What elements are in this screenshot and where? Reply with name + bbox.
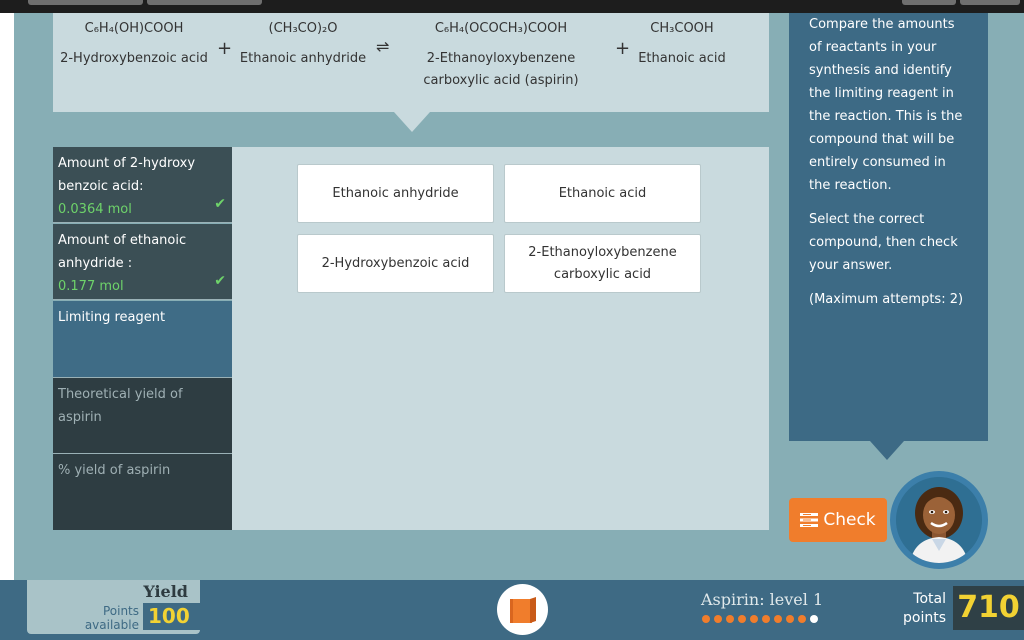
step-amount-hydroxybenzoic: Amount of 2-hydroxy benzoic acid: 0.0364… — [53, 147, 232, 223]
instruction-text: Select the correct compound, then check … — [809, 212, 958, 273]
step-label: % yield of aspirin — [58, 463, 171, 478]
option-label: Ethanoic acid — [558, 185, 647, 201]
plus-sign: + — [217, 38, 233, 59]
option-ethanoic-acid[interactable]: Ethanoic acid — [504, 164, 701, 223]
instructions-panel: Compare the amounts of reactants in your… — [789, 13, 988, 441]
progress-dot — [786, 615, 794, 623]
tutor-portrait — [896, 477, 982, 563]
top-tab[interactable] — [902, 0, 956, 5]
check-button[interactable]: Check — [789, 498, 887, 542]
step-label: Amount of ethanoic anhydride : — [58, 233, 187, 271]
footer-bar: Yield Points available 100 Aspirin: leve… — [0, 580, 1024, 640]
step-value: 0.177 mol — [58, 279, 124, 294]
option-aspirin[interactable]: 2-Ethanoyloxybenzene carboxylic acid — [504, 234, 701, 293]
attempts-note: (Maximum attempts: 2) — [809, 292, 964, 307]
reactant1-name: 2-Hydroxybenzoic acid — [60, 51, 208, 66]
progress-dot — [774, 615, 782, 623]
left-edge — [0, 13, 14, 580]
total-label-line1: Total — [913, 591, 946, 607]
check-mark-icon: ✔ — [214, 273, 226, 289]
reactant2-formula: (CH₃CO)₂O — [268, 21, 338, 36]
points-available-value: 100 — [143, 603, 213, 630]
reactant1-formula: C₆H₄(OH)COOH — [84, 21, 184, 36]
progress-dot — [810, 615, 818, 623]
progress-dot — [726, 615, 734, 623]
instruction-text: Compare the amounts of reactants in your… — [809, 17, 963, 193]
product1-name-line2: carboxylic acid (aspirin) — [423, 73, 579, 88]
progress-dot — [750, 615, 758, 623]
step-value: 0.0364 mol — [58, 202, 132, 217]
option-ethanoic-anhydride[interactable]: Ethanoic anhydride — [297, 164, 494, 223]
total-points-value: 710 — [953, 586, 1024, 630]
notebook-icon — [509, 596, 536, 623]
top-tab[interactable] — [147, 0, 262, 5]
product2-name: Ethanoic acid — [638, 51, 726, 66]
yield-panel: Yield Points available 100 — [27, 580, 213, 634]
step-limiting-reagent: Limiting reagent — [53, 301, 232, 377]
level-label: Aspirin: level 1 — [701, 590, 824, 609]
step-percent-yield: % yield of aspirin — [53, 453, 232, 530]
step-label: Theoretical yield of aspirin — [58, 387, 183, 425]
product2-formula: CH₃COOH — [650, 21, 714, 36]
list-icon — [800, 513, 819, 527]
equilibrium-arrow: ⇌ — [376, 37, 390, 56]
points-available-label: Points available — [79, 604, 139, 632]
step-label: Limiting reagent — [58, 310, 166, 325]
option-label: 2-Hydroxybenzoic acid — [321, 255, 470, 271]
progress-dot — [798, 615, 806, 623]
step-amount-anhydride: Amount of ethanoic anhydride : 0.177 mol… — [53, 224, 232, 300]
total-label-line2: points — [903, 610, 946, 626]
option-hydroxybenzoic-acid[interactable]: 2-Hydroxybenzoic acid — [297, 234, 494, 293]
top-bar — [0, 0, 1024, 13]
progress-dot — [702, 615, 710, 623]
points-label-line2: available — [84, 618, 139, 632]
reaction-equation: C₆H₄(OH)COOH 2-Hydroxybenzoic acid + (CH… — [53, 13, 769, 112]
check-mark-icon: ✔ — [214, 196, 226, 212]
equation-pointer — [394, 112, 430, 132]
product1-formula: C₆H₄(OCOCH₃)COOH — [434, 21, 568, 36]
top-tab[interactable] — [28, 0, 143, 5]
reactant2-name: Ethanoic anhydride — [239, 51, 367, 66]
yield-title: Yield — [143, 582, 188, 601]
points-label-line1: Points — [102, 604, 139, 618]
notebook-button[interactable] — [497, 584, 548, 635]
check-label: Check — [823, 510, 876, 530]
step-label: Amount of 2-hydroxy benzoic acid: — [58, 156, 196, 194]
progress-dot — [738, 615, 746, 623]
option-label: Ethanoic anhydride — [332, 185, 459, 201]
progress-dot — [714, 615, 722, 623]
instructions-pointer — [870, 441, 904, 460]
top-tab[interactable] — [960, 0, 1020, 5]
plus-sign: + — [615, 38, 631, 59]
product1-name: 2-Ethanoyloxybenzene — [426, 51, 576, 66]
progress-dot — [762, 615, 770, 623]
total-points-label: Total points — [890, 590, 946, 628]
step-list: Amount of 2-hydroxy benzoic acid: 0.0364… — [53, 147, 252, 530]
option-label-line2: carboxylic acid — [553, 266, 652, 282]
tutor-avatar — [890, 471, 988, 569]
step-theoretical-yield: Theoretical yield of aspirin — [53, 377, 232, 453]
option-label: 2-Ethanoyloxybenzene — [528, 244, 677, 260]
